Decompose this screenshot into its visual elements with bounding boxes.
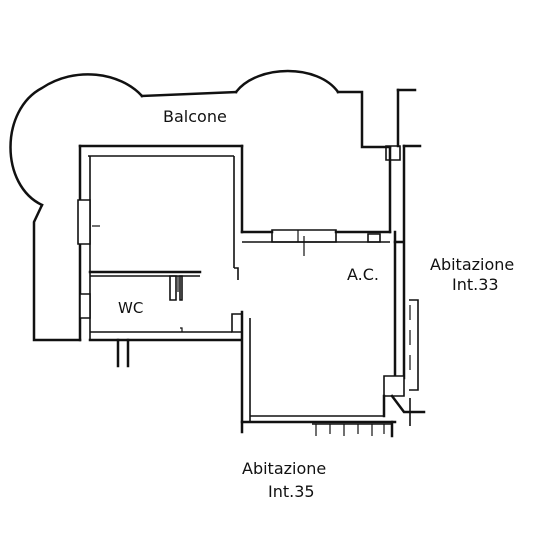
room-upper-left — [77, 144, 244, 342]
corridor-door — [234, 229, 392, 280]
right-boundary-walls — [383, 88, 426, 426]
neighbor-bottom-line1: Abitazione — [242, 459, 326, 478]
balcony-label: Balcone — [163, 107, 227, 126]
neighbor-right-line2: Int.33 — [452, 275, 499, 294]
wc-label: WC — [118, 299, 143, 317]
balcony-outline — [9, 69, 392, 342]
wc-room — [88, 270, 242, 368]
neighbor-bottom-line2: Int.35 — [268, 482, 315, 501]
neighbor-right-line1: Abitazione — [430, 255, 514, 274]
ac-label: A.C. — [347, 265, 379, 284]
room-ac — [231, 310, 397, 438]
